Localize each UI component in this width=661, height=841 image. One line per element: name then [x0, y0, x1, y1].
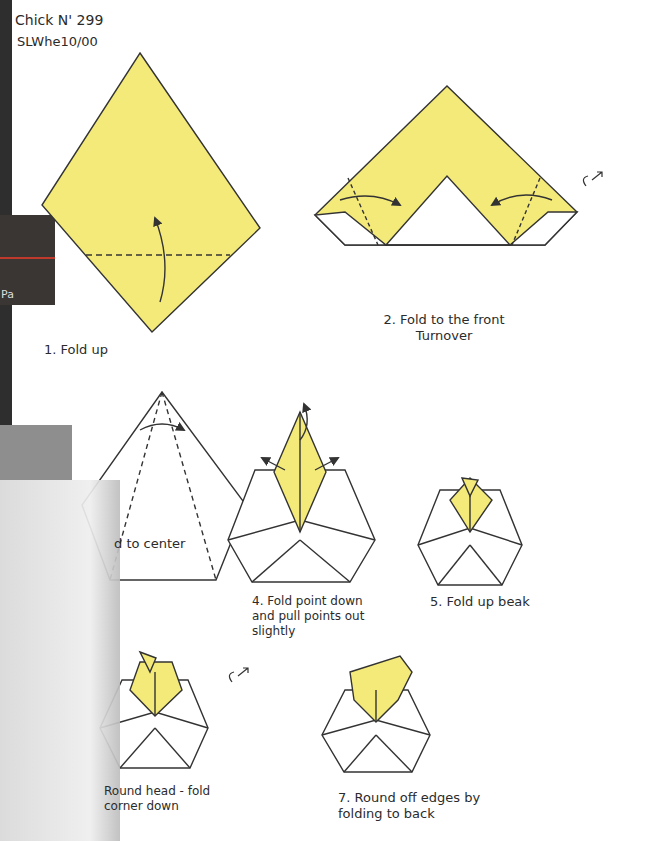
step-caption: 7. Round off edges by folding to back	[338, 790, 488, 823]
background-fragment: Pa	[1, 288, 41, 302]
step-caption: 4. Fold point down and pull points out s…	[252, 594, 370, 639]
overlay-panel	[0, 480, 120, 841]
background-photo	[0, 215, 55, 305]
background-line	[0, 257, 55, 259]
step-2-figure	[315, 86, 602, 245]
step-6-figure	[100, 652, 248, 768]
author-date: SLWhe10/00	[17, 34, 137, 50]
step-4-figure	[228, 404, 375, 582]
overlay-band	[0, 425, 72, 480]
step-caption: 1. Fold up	[44, 342, 164, 358]
diagram-title: Chick N' 299	[15, 12, 175, 30]
step-caption: 5. Fold up beak	[430, 594, 550, 610]
step-1-figure	[42, 53, 260, 332]
step-caption: 2. Fold to the front Turnover	[378, 312, 510, 345]
step-7-figure	[322, 656, 430, 772]
step-5-figure	[418, 478, 522, 585]
step-caption: d to center	[114, 536, 224, 552]
step-caption: Round head - fold corner down	[104, 784, 224, 814]
